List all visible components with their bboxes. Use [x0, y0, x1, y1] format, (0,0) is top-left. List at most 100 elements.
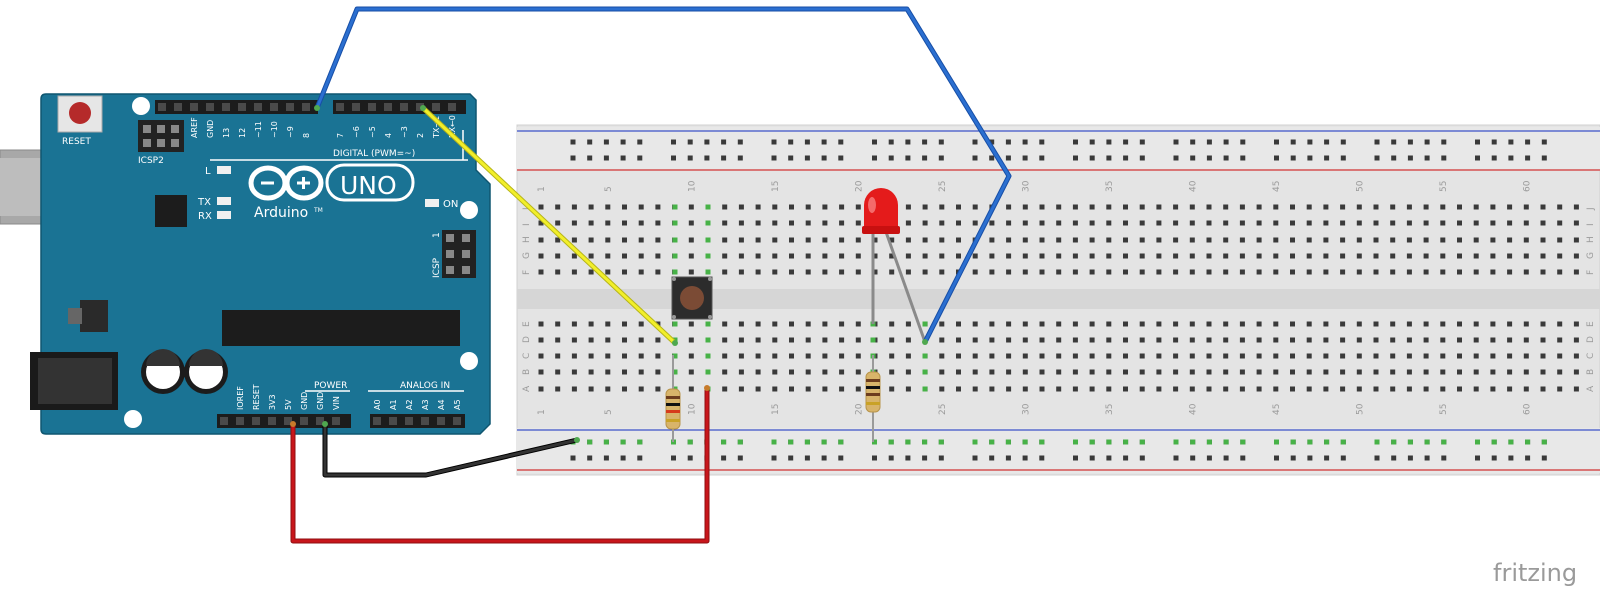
rail-hole	[704, 139, 710, 145]
connected-hole	[672, 269, 678, 275]
breadboard-hole	[1373, 269, 1379, 275]
breadboard-hole	[1123, 204, 1128, 210]
breadboard-hole	[1022, 321, 1028, 327]
connected-hole	[1525, 439, 1531, 445]
breadboard-hole	[538, 220, 544, 226]
breadboard-hole	[1239, 204, 1245, 210]
breadboard-hole	[839, 253, 845, 259]
breadboard-hole	[1189, 353, 1195, 359]
rail-hole	[1374, 155, 1380, 161]
breadboard-hole	[905, 269, 911, 275]
rail-hole	[1005, 139, 1011, 145]
breadboard-hole	[1540, 237, 1546, 243]
breadboard-hole	[1156, 220, 1162, 226]
breadboard-hole	[622, 269, 627, 275]
breadboard-hole	[1557, 353, 1563, 359]
breadboard-hole	[1557, 237, 1563, 243]
breadboard-hole	[1273, 386, 1279, 392]
connected-hole	[922, 369, 928, 375]
column-number: 15	[771, 404, 781, 415]
breadboard-hole	[1557, 220, 1563, 226]
connected-hole	[1407, 439, 1413, 445]
connected-hole	[705, 337, 711, 343]
breadboard-hole	[605, 237, 611, 243]
breadboard-hole	[1123, 269, 1128, 275]
breadboard-hole	[1273, 220, 1279, 226]
connected-hole	[672, 237, 678, 243]
breadboard-hole	[805, 269, 811, 275]
breadboard-hole	[1189, 220, 1195, 226]
breadboard-hole	[1373, 353, 1379, 359]
breadboard-hole	[922, 220, 928, 226]
rail-hole	[587, 139, 593, 145]
breadboard-hole	[722, 253, 728, 259]
breadboard-hole	[738, 237, 744, 243]
rail-hole	[1039, 139, 1045, 145]
connected-hole	[1139, 439, 1145, 445]
board-body	[40, 93, 491, 435]
breadboard-hole	[1523, 269, 1529, 275]
breadboard-hole	[738, 353, 744, 359]
breadboard-hole	[1356, 237, 1362, 243]
breadboard-hole	[1089, 337, 1095, 343]
breadboard-hole	[1340, 353, 1346, 359]
digital-label: DIGITAL (PWM=~)	[333, 149, 415, 159]
digital-pin-label: ~11	[254, 121, 263, 138]
column-number: 25	[938, 181, 948, 192]
rail-hole	[1089, 139, 1095, 145]
breadboard-hole	[822, 237, 828, 243]
rail-hole	[1005, 455, 1011, 461]
rail-hole	[1022, 455, 1028, 461]
breadboard-hole	[789, 337, 794, 343]
breadboard-hole	[755, 369, 761, 375]
breadboard-hole	[688, 204, 694, 210]
header-hole	[405, 417, 413, 425]
breadboard-hole	[1006, 269, 1012, 275]
breadboard-hole	[1106, 321, 1112, 327]
breadboard-hole	[605, 204, 611, 210]
breadboard-hole	[1507, 269, 1513, 275]
connected-hole	[1106, 439, 1112, 445]
breadboard-hole	[939, 321, 945, 327]
breadboard-hole	[655, 237, 661, 243]
rail-hole	[587, 155, 593, 161]
breadboard-hole	[1156, 369, 1162, 375]
column-number: 5	[604, 186, 614, 192]
breadboard-hole	[655, 269, 661, 275]
breadboard-hole	[855, 237, 861, 243]
rail-hole	[1206, 139, 1212, 145]
breadboard-hole	[1173, 386, 1179, 392]
breadboard-hole	[772, 353, 778, 359]
breadboard-hole	[1089, 269, 1095, 275]
breadboard-hole	[972, 269, 978, 275]
breadboard-hole	[1123, 237, 1128, 243]
connected-hole	[1441, 439, 1447, 445]
yellow-wire-highlight	[421, 106, 677, 345]
breadboard-hole	[538, 253, 544, 259]
breadboard-hole	[638, 204, 644, 210]
breadboard-hole	[1256, 369, 1262, 375]
breadboard-hole	[939, 204, 945, 210]
breadboard-hole	[755, 204, 761, 210]
breadboard-hole	[638, 253, 644, 259]
breadboard-hole	[1056, 220, 1062, 226]
breadboard-hole	[1440, 237, 1446, 243]
breadboard-hole	[989, 386, 995, 392]
breadboard-hole	[956, 220, 961, 226]
breadboard-hole	[1239, 369, 1245, 375]
breadboard-hole	[989, 337, 995, 343]
rail-hole	[838, 455, 844, 461]
digital-pin-label: RX←0	[448, 115, 457, 138]
breadboard-hole	[1507, 369, 1513, 375]
breadboard-hole	[1390, 220, 1396, 226]
rail-hole	[1541, 139, 1547, 145]
breadboard-hole	[1457, 269, 1462, 275]
breadboard-hole	[1106, 204, 1112, 210]
breadboard-hole	[805, 237, 811, 243]
rail-hole	[1475, 139, 1480, 145]
digital-pin-label: 2	[416, 133, 425, 138]
breadboard-hole	[1573, 253, 1579, 259]
row-letter: D	[1586, 336, 1596, 343]
breadboard-hole	[638, 353, 644, 359]
breadboard-hole	[1139, 337, 1145, 343]
